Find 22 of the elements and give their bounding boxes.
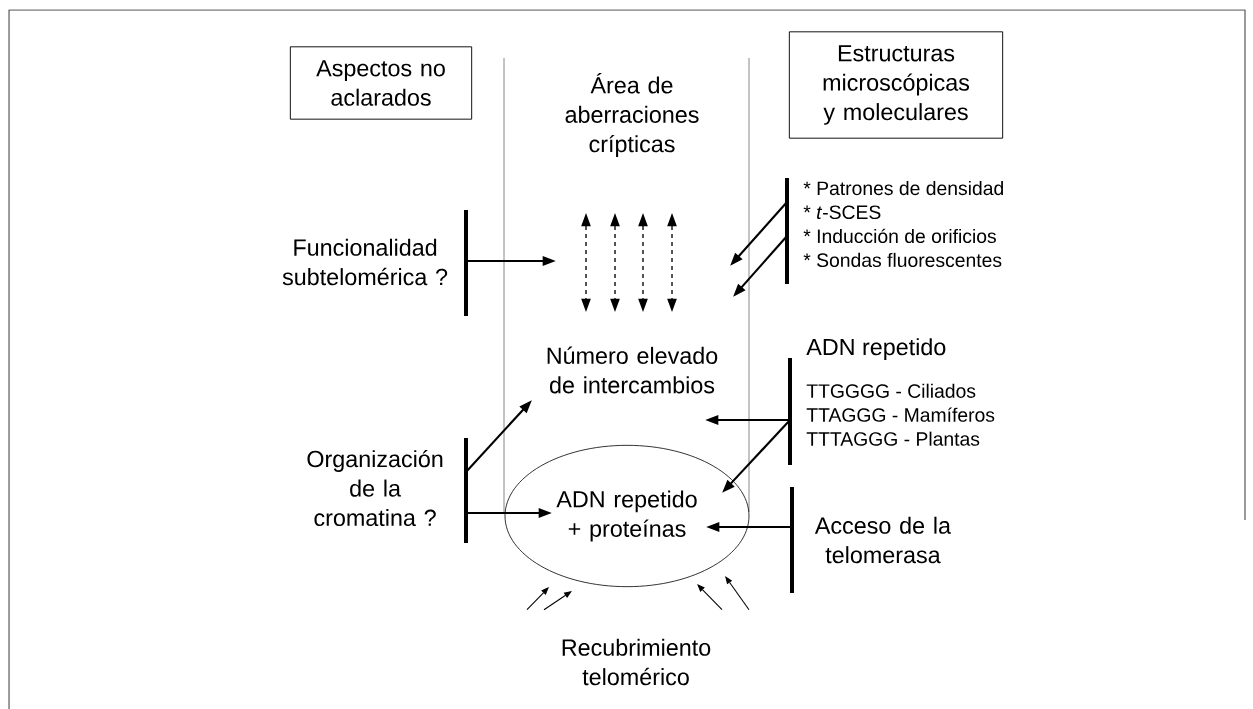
text-label: Funcionalidad subtelomérica ?	[282, 238, 448, 286]
text-list: ADN repetido TTGGGG - Ciliados TTAGGG - Mamíferos TTTAGGG - Plantas	[806, 338, 995, 446]
text-label: Acceso de la telomerasa	[814, 516, 951, 564]
arrow	[526, 587, 549, 611]
node-label: * Sondas fluorescentes	[803, 252, 1002, 268]
heading-box: Estructuras microscópicas y moleculares	[788, 31, 1004, 139]
node-label: TTGGGG - Ciliados	[806, 383, 976, 398]
text-label: Recubrimiento telomérico	[562, 638, 711, 686]
arrow	[543, 591, 572, 611]
arrow	[725, 576, 750, 611]
heading-box: Aspectos no aclarados	[289, 46, 473, 120]
text-label: Organización de la cromatina ?	[307, 449, 443, 527]
node-label: ADN repetido	[806, 338, 946, 360]
text-label: Área de aberraciones crípticas	[565, 73, 699, 157]
arrow	[697, 584, 723, 611]
text-label: Número elevado de intercambios	[547, 346, 718, 394]
node-label: * Patrones de densidad	[803, 180, 1003, 196]
node-label: * Inducción de orificios	[803, 228, 996, 244]
text-list: * Patrones de densidad *t-SCES * Inducción de orificios * Sondas fluorescentes	[803, 180, 1003, 268]
node-label: TTAGGG - Mamíferos	[806, 407, 995, 422]
node-label: TTTAGGG - Plantas	[806, 431, 980, 446]
node-label: *t-SCES	[803, 205, 881, 220]
